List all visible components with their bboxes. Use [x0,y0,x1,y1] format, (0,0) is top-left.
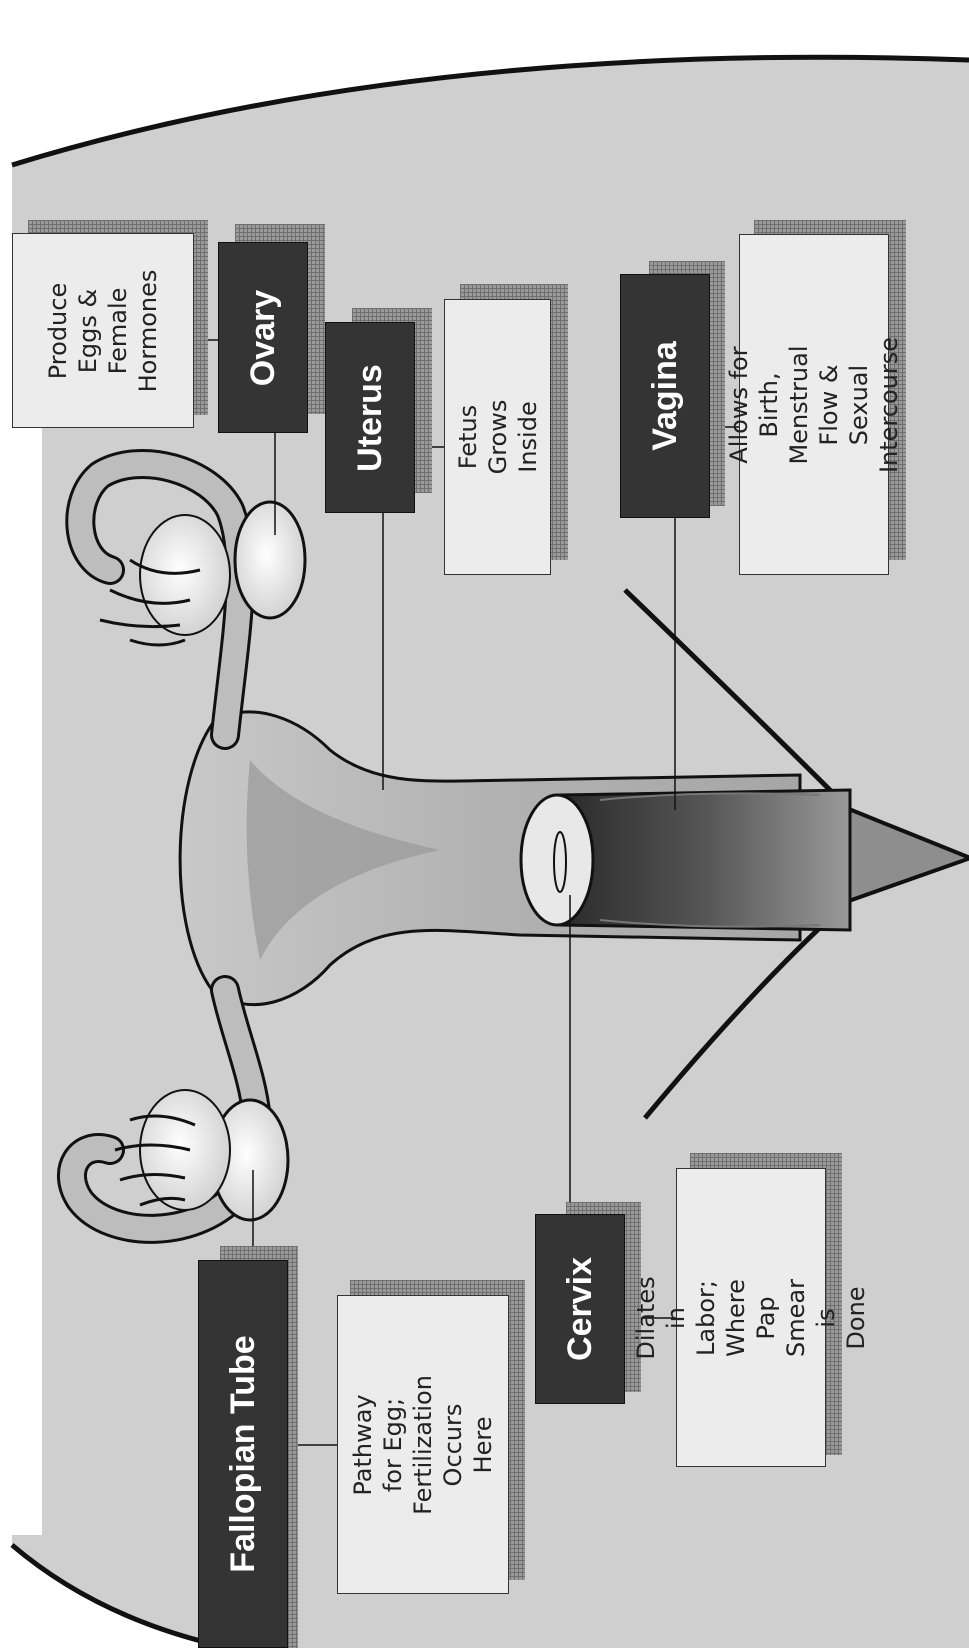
vagina-label: Vagina [620,274,710,518]
cervix-description: Dilates in Labor; Where Pap Smear is Don… [632,1168,870,1467]
uterus-description: Fetus Grows Inside [444,299,551,575]
vagina-description-text: Allows for Birth, Menstrual Flow & Sexua… [725,336,903,473]
vagina-shape [558,788,852,932]
vagina-label-text: Vagina [645,341,684,451]
cervix-label: Cervix [535,1214,625,1404]
ovary-description: Produce Eggs & Female Hormones [12,233,194,428]
uterus-description-text: Fetus Grows Inside [453,399,542,475]
cervix-label-text: Cervix [560,1257,599,1361]
fallopian-tube-label: Fallopian Tube [198,1260,288,1648]
uterus-label-text: Uterus [350,363,389,472]
lower-tube-shape [57,975,290,1244]
uterus-label: Uterus [325,322,415,513]
uterus-shape [178,710,802,1007]
vagina-description: Allows for Birth, Menstrual Flow & Sexua… [725,234,903,575]
cervix-shape [519,793,595,927]
cervix-description-text: Dilates in Labor; Where Pap Smear is Don… [632,1275,870,1360]
ovary-label-text: Ovary [243,289,282,386]
fallopian-tube-description-text: Pathway for Egg; Fertilization Occurs He… [349,1374,497,1515]
upper-tube-shape [65,448,307,750]
fallopian-tube-label-text: Fallopian Tube [223,1335,262,1573]
ovary-description-text: Produce Eggs & Female Hormones [44,269,162,392]
fallopian-tube-description: Pathway for Egg; Fertilization Occurs He… [337,1295,509,1594]
ovary-label: Ovary [218,242,308,433]
